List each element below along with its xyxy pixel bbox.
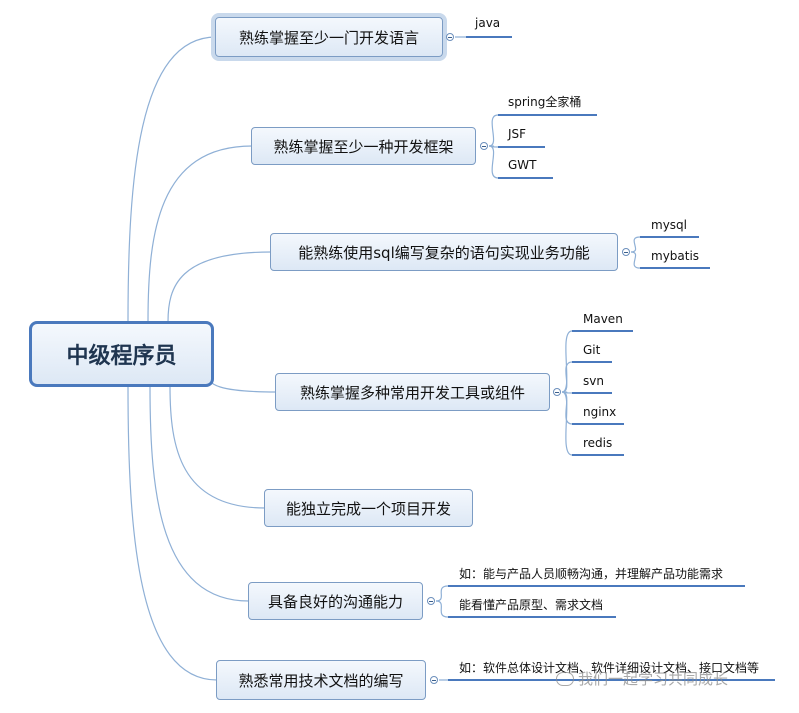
branch-node-tools[interactable]: 熟练掌握多种常用开发工具或组件	[275, 373, 550, 411]
leaf-connector	[488, 145, 545, 148]
leaf-maven[interactable]: Maven	[583, 312, 623, 326]
branch-node-sql[interactable]: 能熟练使用sql编写复杂的语句实现业务功能	[270, 233, 618, 271]
branch-connector	[167, 251, 272, 323]
leaf-connector	[630, 236, 699, 253]
branch-node-framework[interactable]: 熟练掌握至少一种开发框架	[251, 127, 476, 165]
leaf-redis[interactable]: redis	[583, 436, 613, 450]
wechat-icon	[556, 671, 574, 686]
leaf-mysql[interactable]: mysql	[651, 218, 687, 232]
branch-label: 能熟练使用sql编写复杂的语句实现业务功能	[298, 243, 590, 262]
collapse-toggle-icon[interactable]	[430, 676, 438, 684]
branch-label: 能独立完成一个项目开发	[285, 499, 451, 518]
leaf-connector	[561, 391, 612, 394]
root-node[interactable]: 中级程序员	[29, 321, 214, 387]
leaf-mybatis[interactable]: mybatis	[651, 249, 700, 263]
leaf-communication-1[interactable]: 如：能与产品人员顺畅沟通，并理解产品功能需求	[459, 567, 724, 581]
branch-label: 熟练掌握多种常用开发工具或组件	[299, 383, 525, 402]
collapse-toggle-icon[interactable]	[427, 597, 435, 605]
leaf-jsf[interactable]: JSF	[508, 127, 527, 141]
branch-connector	[127, 385, 218, 681]
branch-connector	[127, 36, 217, 323]
branch-node-language[interactable]: 熟练掌握至少一门开发语言	[215, 17, 443, 57]
leaf-connector	[561, 391, 624, 456]
branch-node-docs[interactable]: 熟悉常用技术文档的编写	[216, 660, 426, 700]
collapse-toggle-icon[interactable]	[553, 388, 561, 396]
leaf-nginx[interactable]: nginx	[583, 405, 617, 419]
leaf-spring[interactable]: spring全家桶	[508, 95, 582, 109]
leaf-connector	[488, 114, 597, 147]
leaf-communication-2[interactable]: 能看懂产品原型、需求文档	[459, 598, 604, 612]
leaf-connector	[561, 330, 633, 393]
branch-connector	[149, 385, 250, 602]
leaf-connector	[561, 361, 612, 393]
watermark: 我们一起学习共同成长	[556, 668, 728, 689]
branch-connector	[169, 385, 266, 509]
branch-label: 熟悉常用技术文档的编写	[238, 671, 404, 690]
collapse-toggle-icon[interactable]	[480, 142, 488, 150]
leaf-git[interactable]: Git	[583, 343, 601, 357]
leaf-gwt[interactable]: GWT	[508, 158, 537, 172]
leaf-svn[interactable]: svn	[583, 374, 604, 388]
root-label: 中级程序员	[66, 344, 177, 369]
branch-node-project[interactable]: 能独立完成一个项目开发	[264, 489, 473, 527]
leaf-connector	[435, 600, 616, 618]
leaf-docs-1[interactable]: 如：软件总体设计文档、软件详细设计文档、接口文档等	[459, 661, 760, 675]
branch-label: 熟练掌握至少一门开发语言	[238, 28, 419, 47]
branch-label: 具备良好的沟通能力	[267, 592, 403, 611]
leaf-connector	[488, 145, 553, 179]
collapse-toggle-icon[interactable]	[446, 33, 454, 41]
collapse-toggle-icon[interactable]	[622, 248, 630, 256]
leaf-connector	[630, 251, 710, 269]
leaf-connector	[435, 585, 745, 602]
branch-connector	[147, 145, 253, 323]
branch-node-communication[interactable]: 具备良好的沟通能力	[248, 582, 423, 620]
branch-label: 熟练掌握至少一种开发框架	[273, 137, 454, 156]
branch-connector	[207, 375, 277, 393]
leaf-java[interactable]: java	[475, 16, 501, 30]
watermark-text: 我们一起学习共同成长	[578, 670, 729, 688]
